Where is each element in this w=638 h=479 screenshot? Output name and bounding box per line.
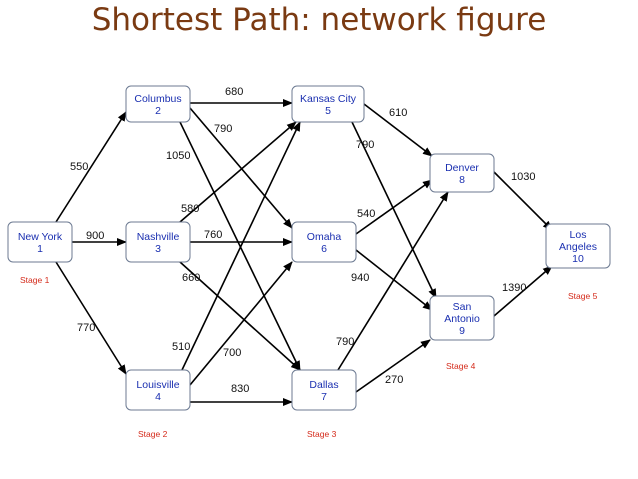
node-label: Dallas: [309, 379, 338, 391]
node-label: Nashville: [137, 231, 180, 243]
edge-2-6: [189, 107, 293, 229]
edge-weight-1-2: 550: [70, 161, 88, 173]
node-box: [291, 369, 357, 411]
edge-weight-3-7: 660: [182, 272, 200, 284]
edge-9-10: [493, 265, 553, 317]
stage-label-1: Stage 1: [20, 275, 50, 285]
node-box: [429, 153, 495, 193]
edge-weight-7-8: 790: [336, 336, 354, 348]
node-box: [429, 295, 495, 341]
edge-weight-6-8: 540: [357, 208, 375, 220]
node-label: 5: [325, 105, 331, 117]
slide-title: Shortest Path: network figure: [91, 2, 547, 38]
node-label: 8: [459, 174, 465, 186]
node-label: Columbus: [134, 93, 181, 105]
edge-weight-3-6: 760: [204, 229, 222, 241]
node-label: Antonio: [444, 313, 480, 325]
edge-weight-4-5: 510: [172, 341, 190, 353]
node-box: [291, 221, 357, 263]
node-label: Omaha: [307, 231, 342, 243]
node-label: 2: [155, 105, 161, 117]
edge-5-8: [363, 103, 433, 157]
edge-weight-2-6: 790: [214, 123, 232, 135]
edge-5-9: [351, 121, 437, 299]
edge-weight-7-9: 270: [385, 374, 403, 386]
node-box: [125, 221, 191, 263]
edge-weight-4-7: 830: [231, 383, 249, 395]
node-label: 6: [321, 243, 327, 255]
node-box: [291, 85, 365, 123]
edge-7-8: [337, 191, 449, 371]
edge-3-5: [179, 121, 297, 223]
edge-8-10: [493, 171, 553, 231]
node-label: Kansas City: [300, 93, 357, 105]
stage-label-3: Stage 3: [307, 429, 337, 439]
node-label: Angeles: [559, 241, 597, 253]
edge-3-7: [179, 261, 301, 371]
node-label: 3: [155, 243, 161, 255]
stage-label-2: Stage 2: [138, 429, 168, 439]
edge-7-9: [355, 339, 431, 393]
node-label: 10: [572, 253, 584, 265]
edge-weight-5-9: 790: [356, 139, 374, 151]
edge-weight-9-10: 1390: [502, 282, 526, 294]
stage-label-4: Stage 4: [446, 361, 476, 371]
node-label: New York: [18, 231, 63, 243]
edge-weight-8-10: 1030: [511, 171, 535, 183]
node-box: [125, 85, 191, 123]
node-label: San: [453, 301, 472, 313]
edge-weight-1-4: 770: [77, 322, 95, 334]
stage-label-5: Stage 5: [568, 291, 598, 301]
edge-2-7: [179, 121, 301, 371]
edge-4-6: [189, 261, 293, 386]
edge-weight-2-7: 1050: [166, 150, 190, 162]
node-box: [125, 369, 191, 411]
edge-1-4: [55, 261, 127, 375]
node-label: Denver: [445, 162, 479, 174]
node-box: [545, 223, 611, 269]
edge-weight-6-9: 940: [351, 272, 369, 284]
edge-1-2: [55, 111, 127, 223]
node-label: 4: [155, 391, 161, 403]
node-label: 1: [37, 243, 43, 255]
edge-weight-4-6: 700: [223, 347, 241, 359]
node-label: 9: [459, 325, 465, 337]
node-box: [7, 221, 73, 263]
edge-weight-3-5: 580: [181, 203, 199, 215]
edge-6-8: [355, 179, 433, 235]
edge-weight-5-8: 610: [389, 107, 407, 119]
edge-weight-2-5: 680: [225, 86, 243, 98]
node-label: 7: [321, 391, 327, 403]
node-label: Los: [570, 229, 587, 241]
edge-4-5: [181, 121, 301, 371]
edge-weight-1-3: 900: [86, 230, 104, 242]
node-label: Louisville: [136, 379, 179, 391]
